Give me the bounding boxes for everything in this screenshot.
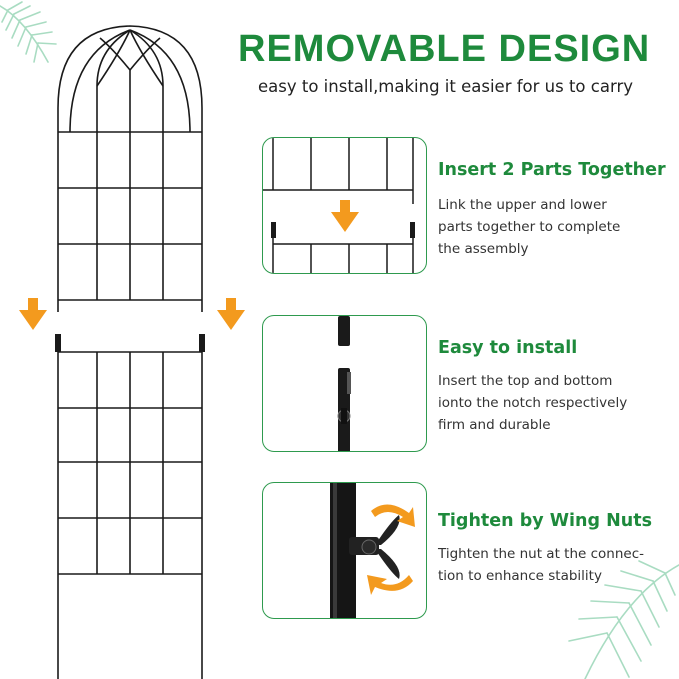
feature-title-easy-install: Easy to install <box>438 338 578 358</box>
feature-title-wing-nuts: Tighten by Wing Nuts <box>438 511 652 531</box>
down-arrow-icon <box>331 200 359 232</box>
page-title: REMOVABLE DESIGN <box>238 28 651 70</box>
palm-leaf-icon <box>0 1 57 63</box>
desc-line: Tighten the nut at the connec- <box>438 546 644 562</box>
feature-desc-insert: Link the upper and lower parts together … <box>438 194 668 260</box>
feature-desc-easy-install: Insert the top and bottom ionto the notc… <box>438 370 668 436</box>
desc-line: parts together to complete <box>438 219 621 235</box>
desc-line: Link the upper and lower <box>438 197 607 213</box>
notch-install-panel <box>262 315 427 452</box>
palm-leaf-icon <box>568 560 679 679</box>
desc-line: the assembly <box>438 241 529 257</box>
desc-line: tion to enhance stability <box>438 568 602 584</box>
desc-line: ionto the notch respectively <box>438 395 628 411</box>
rotate-arrows-icon <box>367 504 415 595</box>
feature-desc-wing-nuts: Tighten the nut at the connec- tion to e… <box>438 543 668 587</box>
desc-line: Insert the top and bottom <box>438 373 613 389</box>
feature-title-insert: Insert 2 Parts Together <box>438 160 666 180</box>
insert-parts-panel <box>262 137 427 274</box>
down-arrow-icon <box>19 298 245 330</box>
trellis-illustration <box>19 25 245 679</box>
desc-line: firm and durable <box>438 417 551 433</box>
page-subtitle: easy to install,making it easier for us … <box>258 77 633 96</box>
wing-nut-panel <box>262 482 427 619</box>
